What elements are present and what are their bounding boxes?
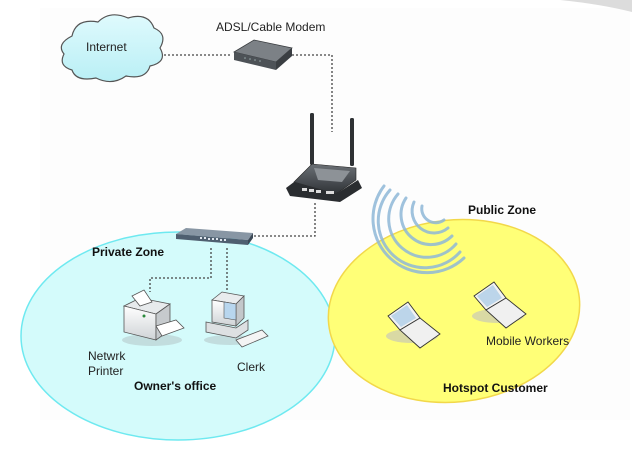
clerk-label: Clerk xyxy=(237,360,266,374)
link-lines xyxy=(149,54,333,292)
network-printer-icon xyxy=(122,289,185,346)
network-switch-icon xyxy=(176,228,253,245)
page-curl xyxy=(560,0,632,12)
laptop-icon xyxy=(386,301,441,349)
public-zone-title: Public Zone xyxy=(468,203,537,217)
link-switch-printer xyxy=(149,248,212,292)
modem-label: ADSL/Cable Modem xyxy=(216,20,326,34)
modem-icon xyxy=(232,39,293,70)
printer-label-line2: Printer xyxy=(88,364,124,378)
public-zone-caption: Hotspot Customer xyxy=(443,381,548,395)
laptop-icon xyxy=(472,281,527,329)
desktop-pc-icon xyxy=(204,291,269,348)
internet-cloud-icon xyxy=(60,14,164,83)
link-modem-ap xyxy=(292,54,333,132)
internet-label: Internet xyxy=(86,40,127,54)
private-zone-caption: Owner's office xyxy=(134,379,217,393)
wireless-gateway-icon xyxy=(286,113,362,202)
mobile-workers-label: Mobile Workers xyxy=(486,334,570,348)
private-zone-area xyxy=(20,231,336,441)
wireless-signal-icon xyxy=(371,184,466,275)
link-ap-switch xyxy=(250,203,316,237)
private-zone-title: Private Zone xyxy=(92,245,165,259)
printer-label-line1: Netwrk xyxy=(88,349,126,363)
